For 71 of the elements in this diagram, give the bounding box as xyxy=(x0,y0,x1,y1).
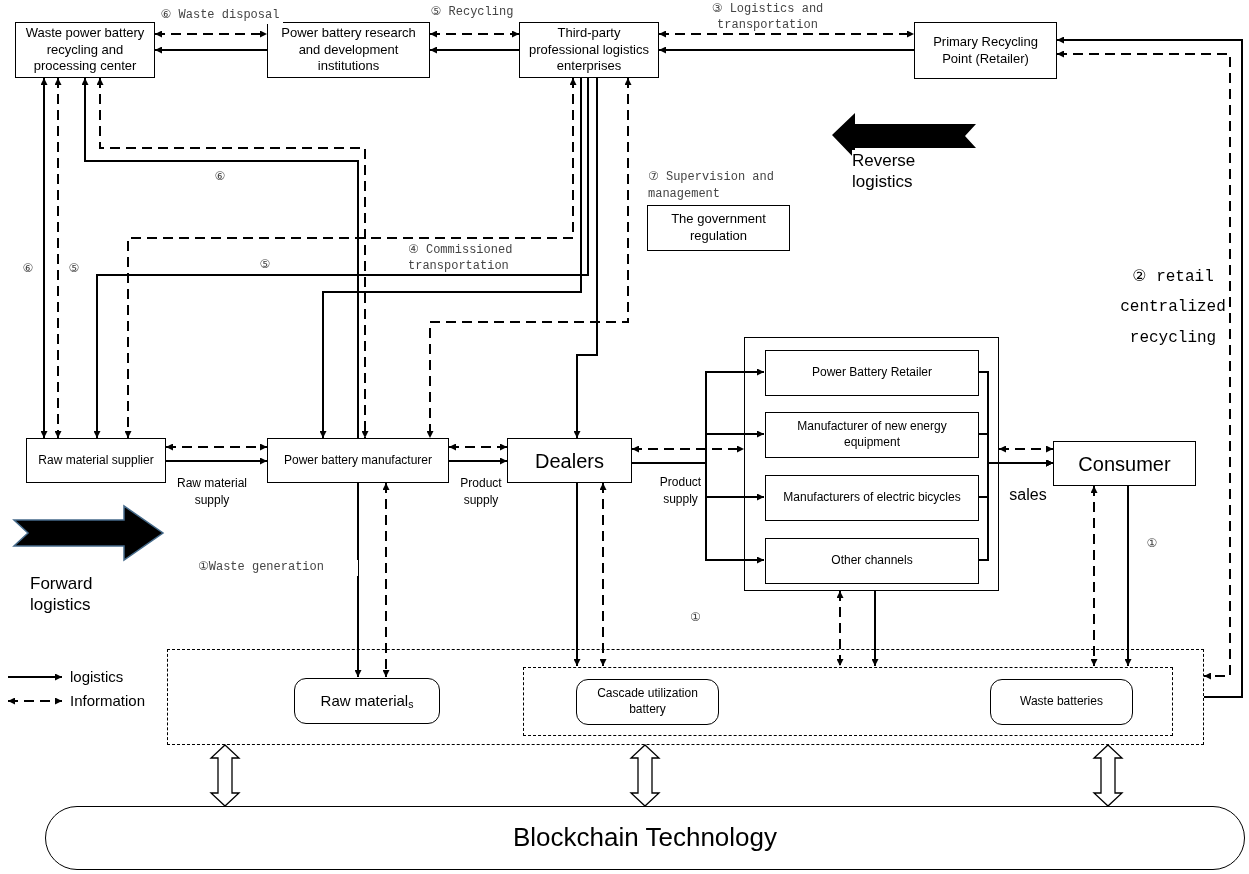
process-box xyxy=(765,538,979,584)
dashed-arrow xyxy=(658,30,915,38)
dashed-arrow xyxy=(631,445,745,453)
arrow xyxy=(448,457,508,465)
edge-label: Product supply xyxy=(657,474,704,508)
dashed-arrow xyxy=(429,30,520,38)
node-label: Waste batteries xyxy=(1019,694,1104,710)
double-block-arrow xyxy=(209,744,241,807)
arrow xyxy=(871,590,879,667)
dashed-arrow xyxy=(1090,485,1098,667)
process-box xyxy=(507,438,632,483)
process-box xyxy=(914,22,1057,79)
node-label: Blockchain Technology xyxy=(512,821,778,855)
arrow xyxy=(319,77,582,439)
process-box xyxy=(1053,441,1196,486)
arrow xyxy=(977,459,1054,561)
dashed-group-box xyxy=(167,649,1204,745)
channel-group-box xyxy=(744,337,999,591)
process-box xyxy=(765,350,979,396)
dashed-arrow xyxy=(165,443,268,451)
arrow xyxy=(165,457,268,465)
arrow xyxy=(429,46,520,54)
node-label: Cascade utilization battery xyxy=(596,686,699,718)
dashed-arrow xyxy=(599,482,607,667)
legend-label: Information xyxy=(70,692,146,709)
arrow xyxy=(40,77,48,439)
node-label: Other channels xyxy=(830,553,914,569)
node-label: Power Battery Retailer xyxy=(810,365,933,381)
rounded-box xyxy=(576,679,719,725)
dashed-group-box xyxy=(523,667,1173,736)
caption-text: ⑦ Supervision and management xyxy=(648,169,775,203)
node-label: The government regulation xyxy=(670,211,767,245)
node-label: Third-party professional logistics enterprises xyxy=(528,24,650,76)
node-label: Manufacturer of new energy equipment xyxy=(796,419,948,451)
arrow xyxy=(354,482,362,678)
node-label: Primary Recycling Point (Retailer) xyxy=(932,33,1039,68)
rounded-box xyxy=(990,679,1133,725)
dashed-arrow xyxy=(426,77,632,439)
dashed-arrow xyxy=(154,30,268,38)
label-text: ①Waste generation xyxy=(198,560,358,576)
rounded-box xyxy=(294,678,440,724)
arrow xyxy=(1124,485,1132,667)
edge-label: ⑤ Recycling xyxy=(428,5,516,21)
legend-label: logistics xyxy=(70,668,124,685)
dashed-arrow xyxy=(54,77,62,439)
node-label: Manufacturers of electric bicycles xyxy=(782,490,962,506)
process-box xyxy=(15,22,155,78)
double-block-arrow xyxy=(1092,744,1124,807)
dashed-arrow xyxy=(448,443,508,451)
node-label: Dealers xyxy=(534,448,605,474)
process-box xyxy=(765,475,979,521)
arrow xyxy=(573,482,581,667)
process-box xyxy=(765,412,979,458)
process-box xyxy=(26,438,166,483)
node-label: Raw material$_{s}$ xyxy=(319,690,415,712)
double-block-arrow xyxy=(629,744,661,807)
node-label: Raw material supplier xyxy=(37,452,155,469)
node-label: Power battery manufacturer xyxy=(282,452,434,469)
arrow xyxy=(573,77,598,439)
node-label: Consumer xyxy=(1077,451,1172,477)
process-box xyxy=(267,438,449,483)
arrow xyxy=(658,46,915,54)
process-box xyxy=(267,22,430,78)
node-label: Waste power battery recycling and processing center xyxy=(24,24,146,76)
process-box xyxy=(519,22,659,78)
edge-label: Raw material supply xyxy=(174,475,250,509)
dashed-arrow xyxy=(382,482,390,678)
arrow xyxy=(154,46,268,54)
dashed-arrow xyxy=(836,590,844,667)
dashed-arrow xyxy=(998,445,1054,453)
node-label: Power battery research and development institutions xyxy=(280,24,417,76)
